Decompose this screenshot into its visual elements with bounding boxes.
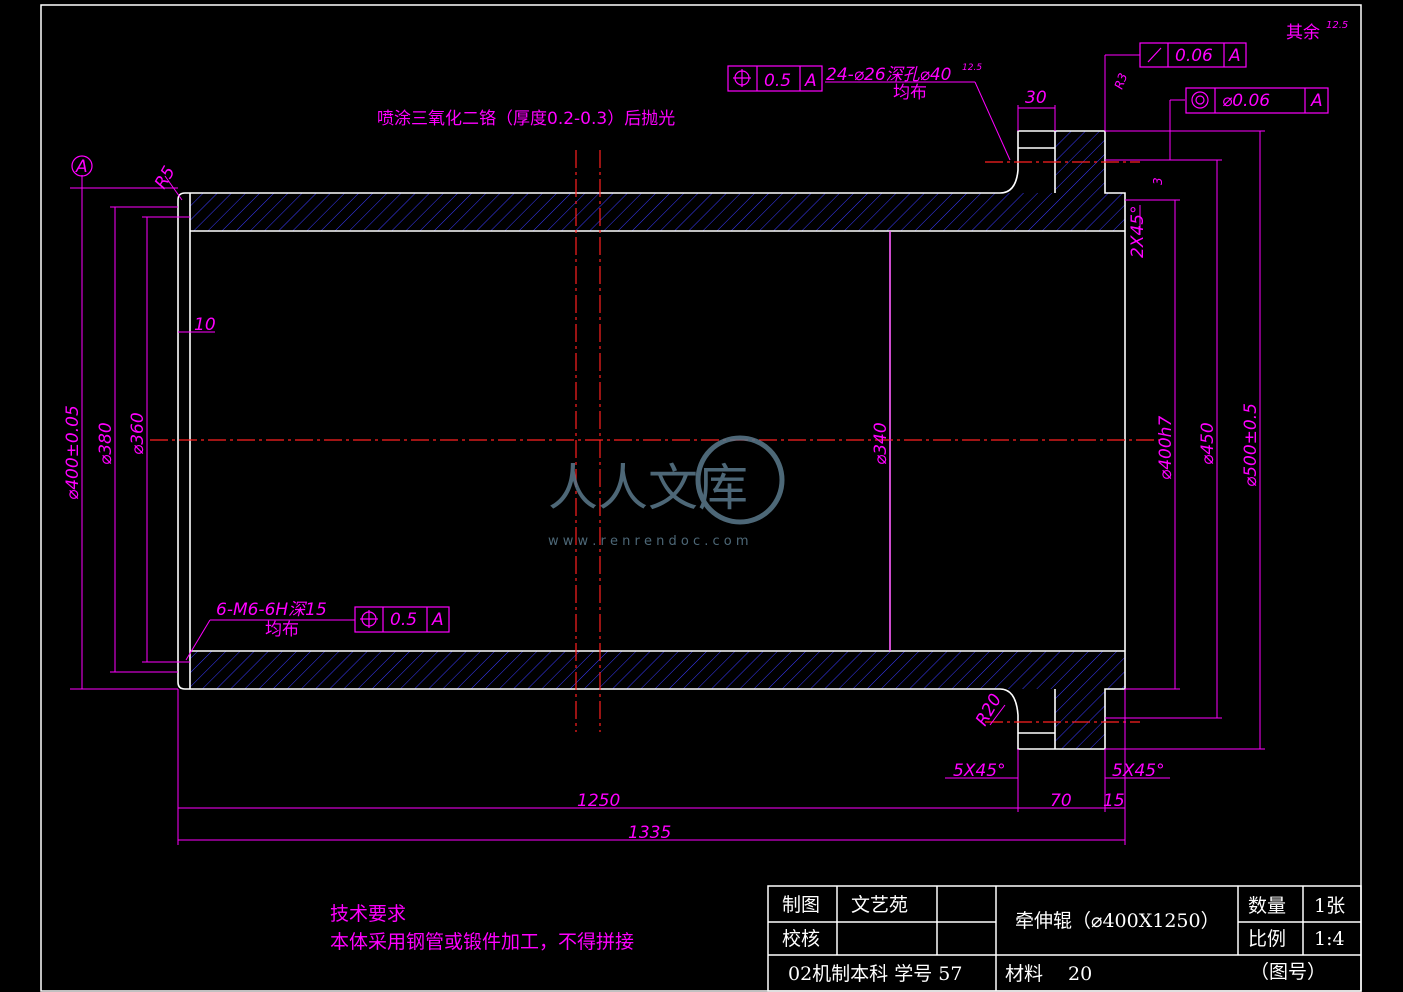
tb-qty-value: 1张 bbox=[1314, 895, 1345, 917]
drawing-border bbox=[40, 4, 1362, 992]
hole-roughness: 12.5 bbox=[962, 63, 982, 73]
hole-tol-value: 0.5 bbox=[764, 71, 791, 91]
coating-note: 喷涂三氧化二铬（厚度0.2-0.3）后抛光 bbox=[377, 109, 675, 129]
tech-req-body: 本体采用钢管或锻件加工，不得拼接 bbox=[330, 931, 634, 953]
dim-d400-tol: ⌀400±0.05 bbox=[63, 405, 83, 500]
tech-req-title: 技术要求 bbox=[330, 903, 406, 925]
concentric-tol-value: ⌀0.06 bbox=[1222, 91, 1270, 111]
watermark-logo-icon bbox=[695, 435, 785, 525]
dimension-lines bbox=[70, 54, 1265, 845]
center-lines bbox=[150, 150, 1160, 732]
watermark: 人人文库 w w w . r e n r e n d o c . c o m bbox=[548, 435, 785, 549]
dim-chamfer-left: 5X45° bbox=[953, 761, 1006, 781]
runout-tol-value: 0.06 bbox=[1175, 46, 1213, 66]
tb-class-info: 02机制本科 学号 57 bbox=[788, 963, 962, 985]
thread-tol-datum: A bbox=[431, 610, 444, 630]
tb-material-value: 20 bbox=[1068, 963, 1092, 985]
watermark-text: 人人文库 bbox=[548, 459, 748, 517]
tb-scale-value: 1:4 bbox=[1314, 928, 1345, 950]
section-hatch bbox=[190, 131, 1125, 749]
tb-material-label: 材料 bbox=[1005, 963, 1043, 985]
tb-check-label: 校核 bbox=[782, 928, 820, 950]
thread-callout: 6-M6-6H深15 bbox=[216, 600, 327, 620]
dim-length-15: 15 bbox=[1103, 791, 1125, 811]
watermark-url: w w w . r e n r e n d o c . c o m bbox=[548, 534, 749, 549]
dim-d450: ⌀450 bbox=[1198, 422, 1218, 465]
tb-draw-label: 制图 bbox=[782, 894, 820, 916]
datum-label: A bbox=[75, 157, 88, 177]
dim-groove-width: 30 bbox=[1025, 88, 1047, 108]
dim-d500: ⌀500±0.5 bbox=[1241, 403, 1261, 487]
title-block bbox=[767, 885, 1362, 992]
tb-draw-name: 文艺苑 bbox=[851, 894, 908, 916]
dim-chamfer-2x45: 2X45° bbox=[1128, 205, 1148, 258]
runout-tol-datum: A bbox=[1228, 46, 1241, 66]
concentric-tol-datum: A bbox=[1310, 91, 1323, 111]
dim-d400h7: ⌀400h7 bbox=[1156, 416, 1176, 480]
dim-r3: R3 bbox=[1112, 71, 1131, 91]
dim-length-1335: 1335 bbox=[628, 823, 671, 843]
dim-d360: ⌀360 bbox=[128, 412, 148, 455]
hole-tol-datum: A bbox=[804, 71, 817, 91]
dim-d340: ⌀340 bbox=[871, 422, 891, 465]
dim-length-70: 70 bbox=[1050, 791, 1072, 811]
tolerance-frames bbox=[71, 42, 1329, 633]
hole-callout: 24-⌀26深孔⌀40 bbox=[826, 65, 952, 85]
hole-callout-uniform: 均布 bbox=[893, 83, 927, 103]
dim-small-3: 3 bbox=[1151, 177, 1165, 185]
thread-tol-value: 0.5 bbox=[390, 610, 417, 630]
dim-d380: ⌀380 bbox=[96, 422, 116, 465]
dim-10: 10 bbox=[194, 315, 216, 335]
tb-part-name: 牵伸辊（⌀400X1250） bbox=[1015, 910, 1220, 932]
dim-length-1250: 1250 bbox=[577, 791, 620, 811]
tb-scale-label: 比例 bbox=[1248, 928, 1286, 950]
tb-drawing-no: （图号） bbox=[1250, 961, 1326, 983]
dim-chamfer-right: 5X45° bbox=[1112, 761, 1165, 781]
surface-note: 其余 bbox=[1286, 23, 1320, 43]
thread-callout-uniform: 均布 bbox=[265, 620, 299, 640]
surface-roughness: 12.5 bbox=[1326, 20, 1348, 31]
tb-qty-label: 数量 bbox=[1248, 895, 1286, 917]
